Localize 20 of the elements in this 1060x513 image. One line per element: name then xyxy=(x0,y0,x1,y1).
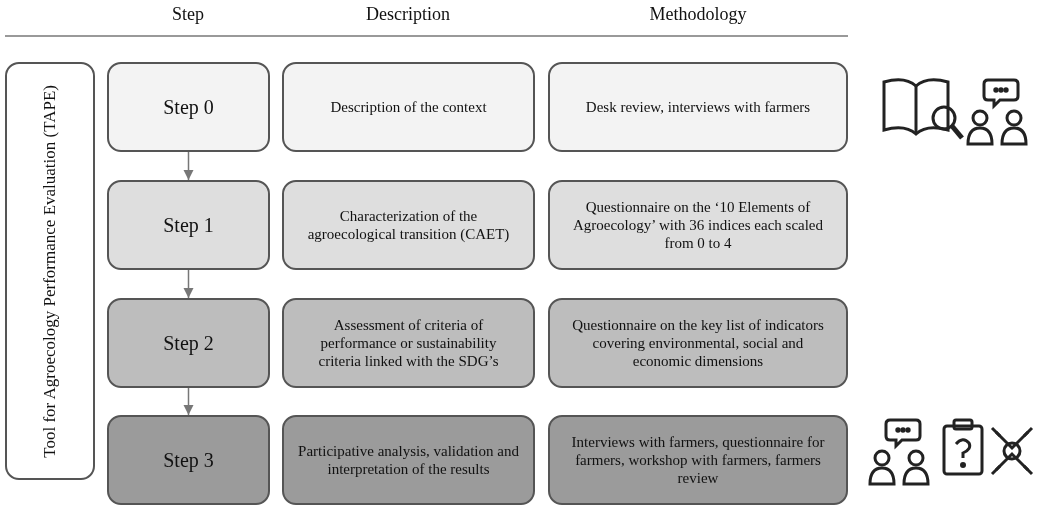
method-box: Questionnaire on the key list of indicators covering environmental, social and economic dimensions xyxy=(548,298,848,388)
step-box: Step 0 xyxy=(107,62,270,152)
method-box: Desk review, interviews with farmers xyxy=(548,62,848,152)
description-box: Participative analysis, validation and interpretation of the results xyxy=(282,415,535,505)
arrow xyxy=(183,387,194,416)
step-box: Step 2 xyxy=(107,298,270,388)
description-box: Description of the context xyxy=(282,62,535,152)
method-box: Interviews with farmers, questionnaire for farmers, workshop with farmers, farmers review xyxy=(548,415,848,505)
column-header: Step xyxy=(172,4,204,25)
step-box: Step 3 xyxy=(107,415,270,505)
arrow xyxy=(183,269,194,299)
description-box: Assessment of criteria of performance or sustainability criteria linked with the SDG’s xyxy=(282,298,535,388)
step-box: Step 1 xyxy=(107,180,270,270)
arrow xyxy=(183,151,194,181)
column-header: Description xyxy=(366,4,450,25)
tool-band xyxy=(5,62,95,480)
description-box: Characterization of the agroecological transition (CAET) xyxy=(282,180,535,270)
method-box: Questionnaire on the ‘10 Elements of Agroecology’ with 36 indices each scaled from 0 to 4 xyxy=(548,180,848,270)
column-header: Methodology xyxy=(649,4,747,25)
band-title: Tool for Agroecology Performance Evaluation (TAPE) xyxy=(39,84,60,458)
